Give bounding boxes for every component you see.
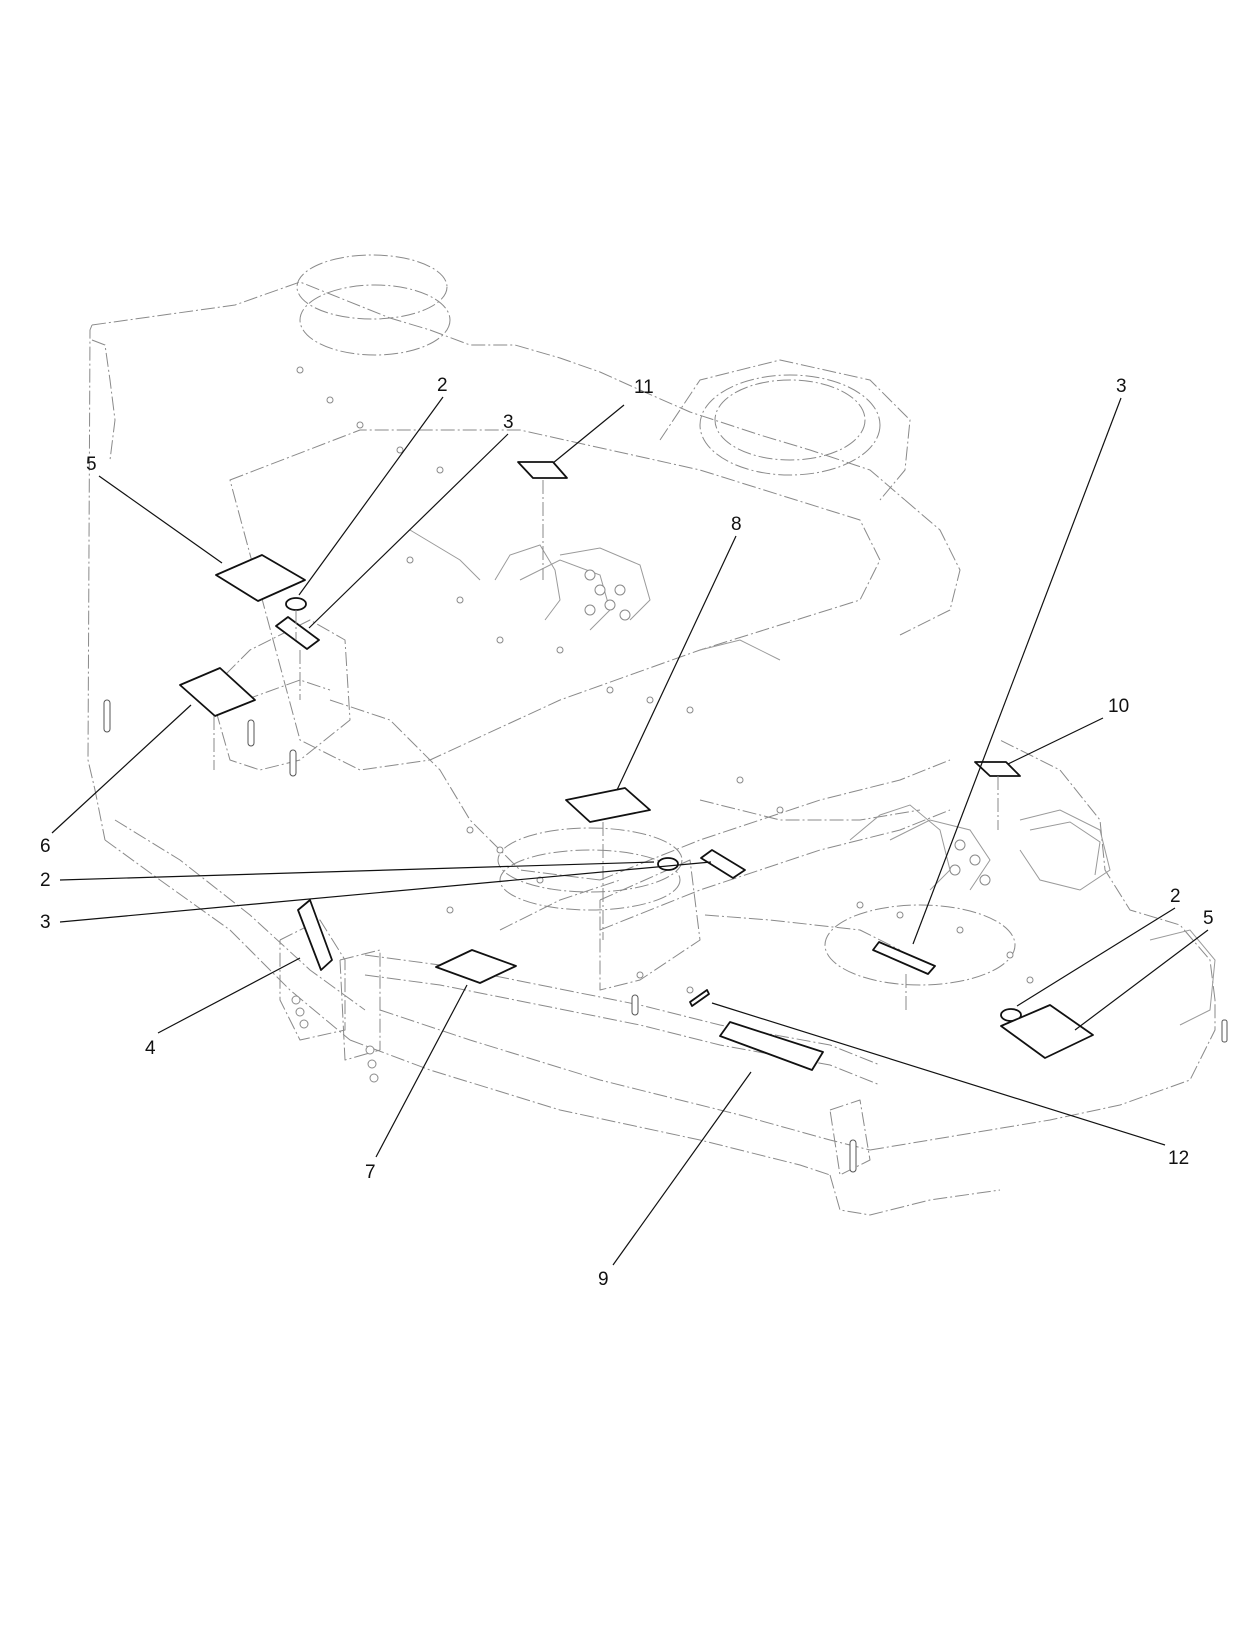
decal-12 bbox=[689, 989, 710, 1007]
leader-3b bbox=[912, 397, 1122, 945]
callout-2-top: 2 bbox=[437, 375, 448, 396]
callout-numbers: 2 11 3 5 8 10 3 6 2 3 2 5 4 7 12 9 bbox=[40, 375, 1214, 1290]
callout-3-right-top: 3 bbox=[1116, 376, 1127, 397]
decal-5-left bbox=[215, 554, 306, 602]
decal-7 bbox=[435, 949, 517, 984]
decal-9 bbox=[719, 1021, 824, 1071]
leader-5b bbox=[1074, 929, 1209, 1031]
callout-5-left: 5 bbox=[86, 454, 97, 475]
decal-3-center bbox=[700, 849, 746, 879]
callout-3-top: 3 bbox=[503, 412, 514, 433]
leader-10 bbox=[1007, 717, 1104, 765]
leader-lines bbox=[51, 396, 1209, 1266]
decal-2-left bbox=[285, 597, 307, 611]
callout-6: 6 bbox=[40, 836, 51, 857]
callout-2-center: 2 bbox=[40, 870, 51, 891]
leader-7 bbox=[375, 984, 468, 1158]
decal-3-right bbox=[872, 941, 936, 975]
callout-12: 12 bbox=[1168, 1148, 1189, 1169]
leader-2a bbox=[298, 396, 444, 596]
callout-4: 4 bbox=[145, 1038, 156, 1059]
leader-3a bbox=[308, 433, 509, 629]
decal-11 bbox=[517, 461, 568, 479]
callout-2-right: 2 bbox=[1170, 886, 1181, 907]
leader-6 bbox=[51, 704, 192, 834]
decal-5-right bbox=[1000, 1004, 1094, 1059]
leader-4 bbox=[157, 957, 301, 1034]
leader-2b bbox=[59, 861, 655, 881]
decal-2-center bbox=[657, 857, 679, 871]
leader-9 bbox=[612, 1071, 752, 1266]
decal-4 bbox=[297, 899, 333, 971]
callout-10: 10 bbox=[1108, 696, 1129, 717]
leader-8 bbox=[616, 535, 737, 791]
leader-3c bbox=[59, 861, 712, 923]
callout-9: 9 bbox=[598, 1269, 609, 1290]
callout-5-right: 5 bbox=[1203, 908, 1214, 929]
decal-6 bbox=[179, 667, 256, 717]
placement-lines bbox=[213, 480, 999, 1010]
leader-12 bbox=[711, 1002, 1166, 1146]
callout-3-center: 3 bbox=[40, 912, 51, 933]
decal-3-left bbox=[275, 616, 320, 650]
deck-holes bbox=[103, 366, 1228, 1173]
callout-8: 8 bbox=[731, 514, 742, 535]
leader-2c bbox=[1016, 907, 1176, 1007]
leader-5a bbox=[98, 475, 223, 564]
leader-11 bbox=[552, 404, 625, 464]
mower-deck-outline bbox=[87, 254, 1216, 1216]
decal-10 bbox=[974, 761, 1021, 777]
callout-7: 7 bbox=[365, 1162, 376, 1183]
decals bbox=[179, 461, 1094, 1071]
decal-8 bbox=[565, 787, 651, 823]
callout-11: 11 bbox=[634, 377, 654, 398]
